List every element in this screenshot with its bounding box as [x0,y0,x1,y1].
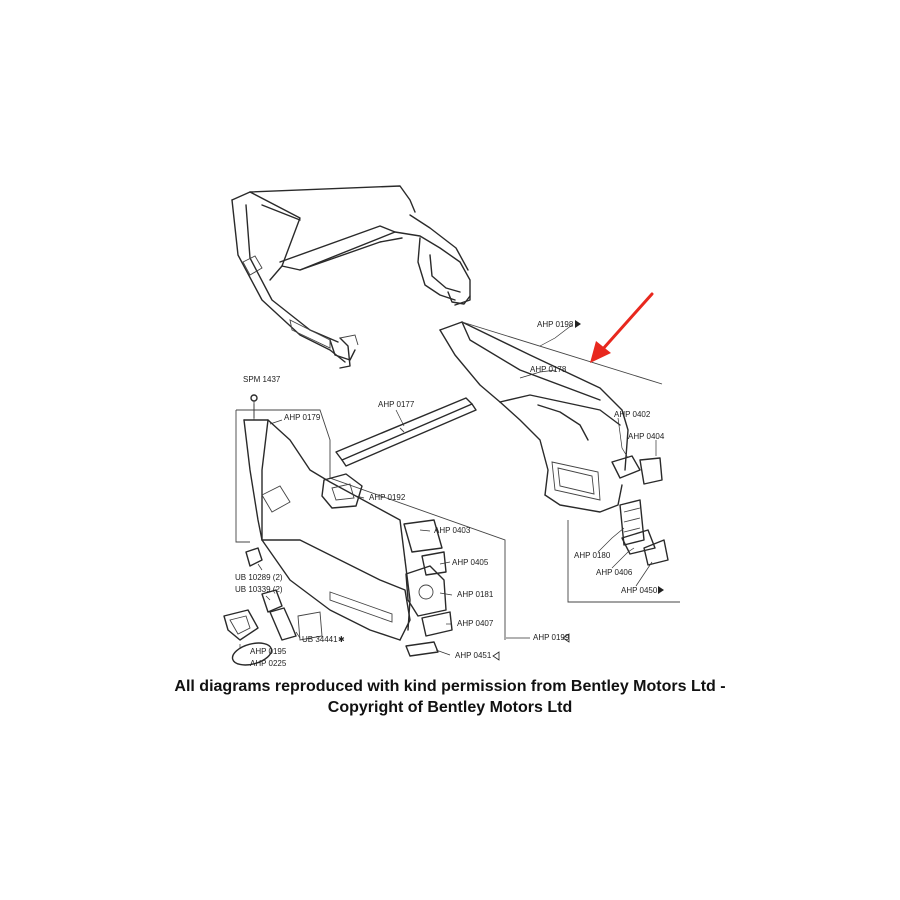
arrow-right-filled-icon [658,586,664,594]
label-ahp-0177: AHP 0177 [378,400,415,409]
part-labels: AHP 0198 AHP 0178 AHP 0402 AHP 0404 AHP … [235,320,665,668]
label-spm-1437: SPM 1437 [243,375,281,384]
label-ahp-0198: AHP 0198 [537,320,574,329]
label-ahp-0192: AHP 0192 [369,493,406,502]
label-ahp-0402: AHP 0402 [614,410,651,419]
asterisk-icon: ✱ [338,635,345,644]
red-pointer-arrow-icon [590,292,654,363]
label-ahp-0450: AHP 0450 [621,586,658,595]
label-ahp-0404: AHP 0404 [628,432,665,441]
label-ahp-0178: AHP 0178 [530,365,567,374]
label-ahp-0405: AHP 0405 [452,558,489,567]
label-ahp-0451: AHP 0451 [455,651,492,660]
arrow-left-outline-icon [562,633,570,643]
label-ahp-0225: AHP 0225 [250,659,287,668]
label-ahp-0180: AHP 0180 [574,551,611,560]
label-ahp-0199: AHP 0199 [533,633,570,642]
caption-copyright: Copyright of Bentley Motors Ltd [327,699,573,716]
arrow-left-outline-icon [492,651,500,661]
label-ahp-0403: AHP 0403 [434,526,471,535]
label-ub-10289: UB 10289 (2) [235,573,283,582]
label-ahp-0179: AHP 0179 [284,413,321,422]
label-ahp-0181: AHP 0181 [457,590,494,599]
label-ahp-0406: AHP 0406 [596,568,633,577]
quarter-panel-assembly [223,394,506,666]
label-ub-10339: UB 10339 (2) [235,585,283,594]
leader-lines [239,324,657,656]
label-ahp-0195: AHP 0195 [250,647,287,656]
label-ub-34441: UB 34441 [302,635,338,644]
arrow-right-filled-icon [575,320,581,328]
inner-panel-assembly [439,321,680,603]
caption-permission: All diagrams reproduced with kind permis… [174,678,726,695]
sill-strip [335,397,477,467]
body-shell-overview [231,185,471,369]
label-ahp-0407: AHP 0407 [457,619,494,628]
